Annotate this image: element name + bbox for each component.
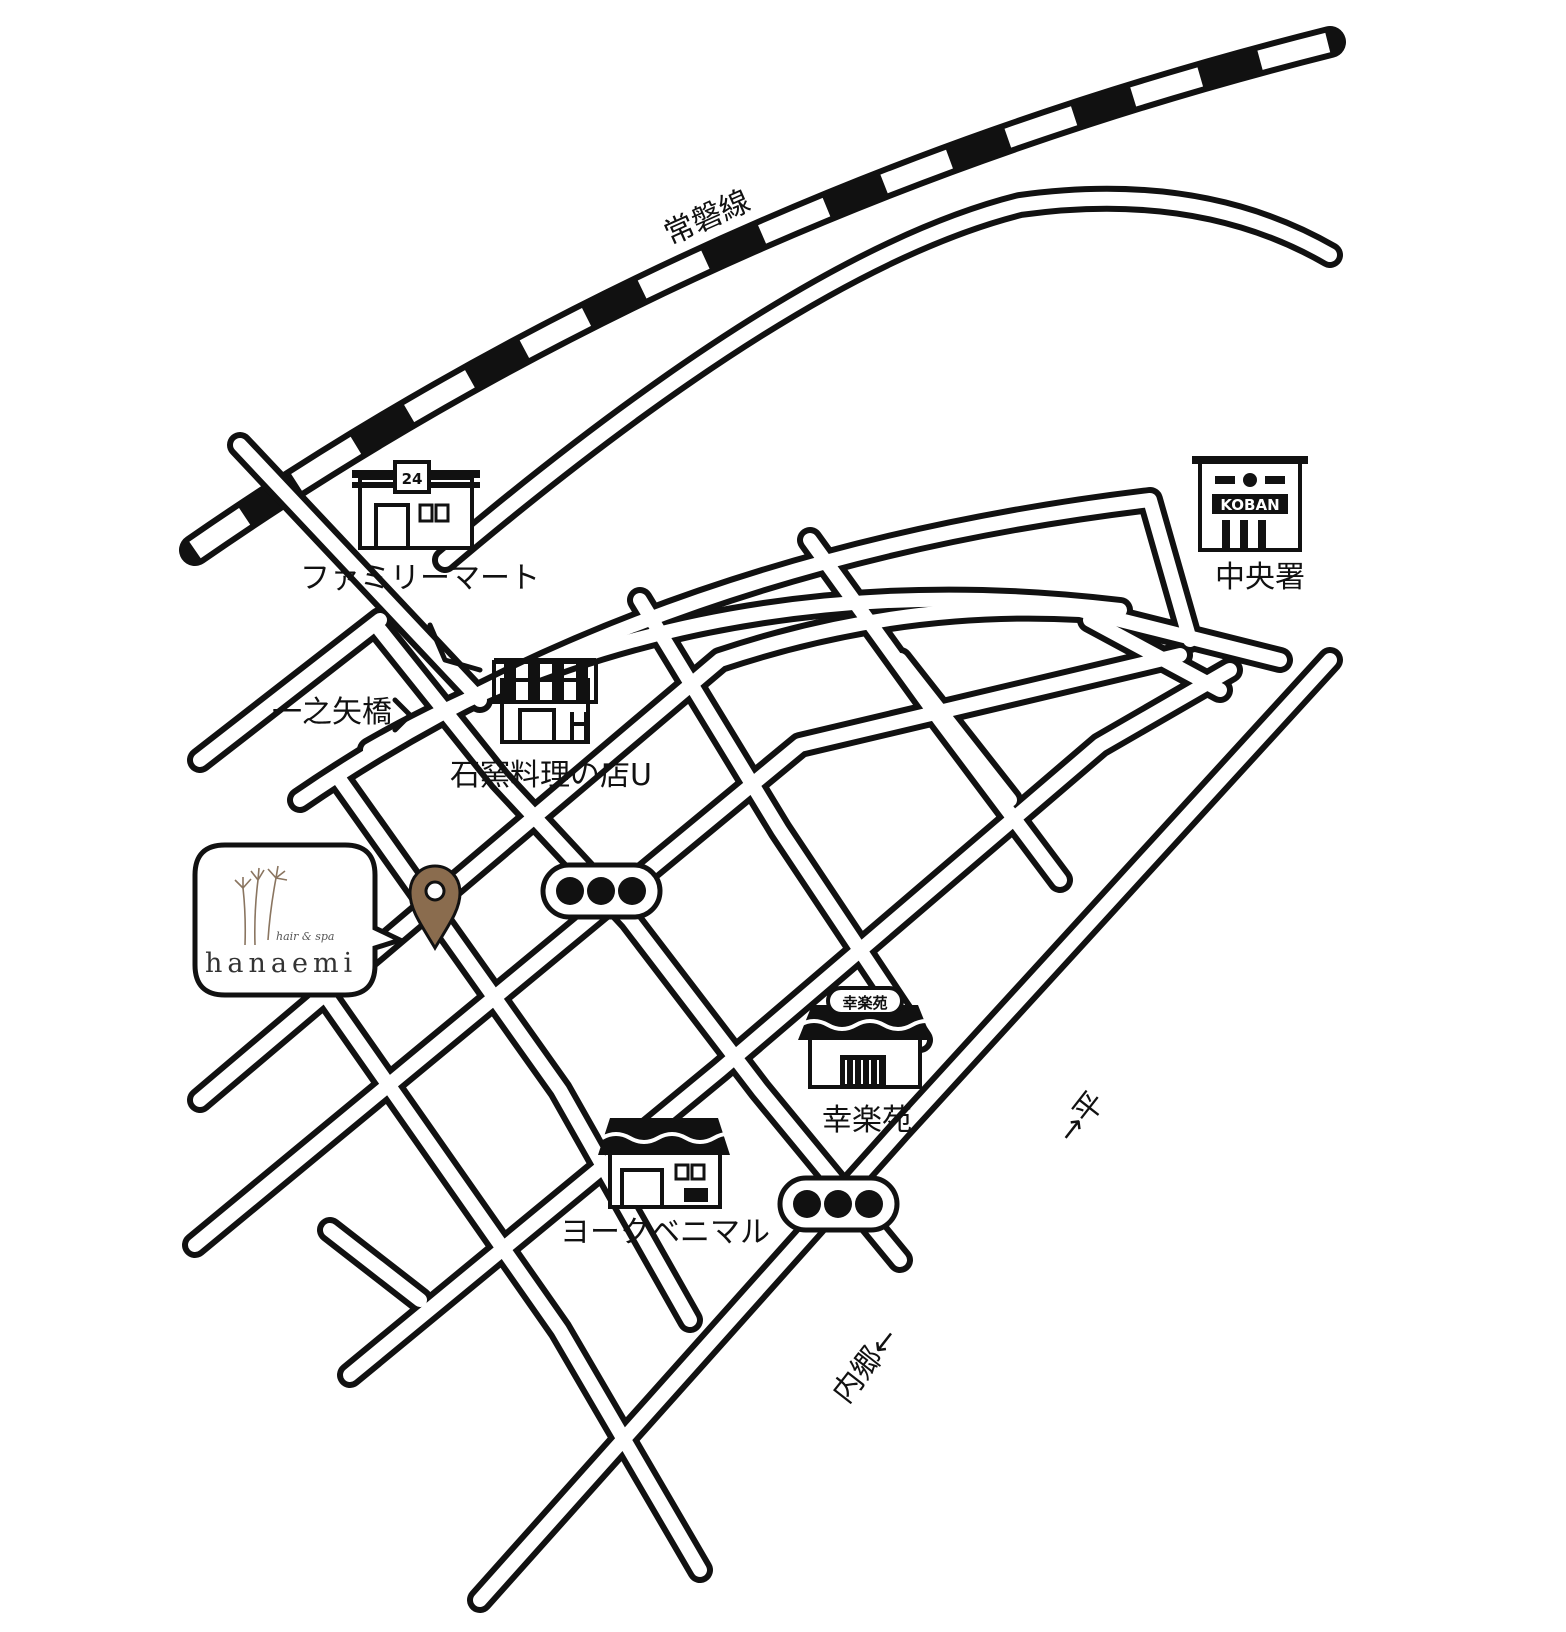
- ishigama-restaurant-icon: [492, 658, 598, 744]
- dandelion-logo-icon: [234, 865, 288, 946]
- direction-uchigo-label: 内郷←: [826, 1321, 906, 1410]
- salon-tagline: hair & spa: [276, 930, 334, 943]
- traffic-light-lower: [777, 1175, 900, 1233]
- bridge-label: 一之矢橋: [272, 695, 392, 730]
- kourakuen-sign: 幸楽苑: [842, 994, 887, 1012]
- direction-taira-label: →平: [1051, 1085, 1113, 1150]
- location-pin-icon[interactable]: [408, 864, 462, 951]
- traffic-light-upper: [540, 862, 663, 920]
- york-benimaru-icon: [598, 1118, 740, 1209]
- york-benimaru-label: ヨークベニマル: [560, 1215, 770, 1250]
- police-station-label: 中央署: [1215, 560, 1305, 595]
- family-mart-label: ファミリーマート: [300, 561, 540, 596]
- road-network: [182, 185, 1343, 1613]
- koban-police-icon: KOBAN: [1192, 456, 1308, 552]
- family-mart-sign: 24: [402, 470, 423, 488]
- salon-name: hanaemi: [205, 948, 357, 979]
- kourakuen-restaurant-icon: 幸楽苑: [798, 986, 941, 1089]
- kourakuen-label: 幸楽苑: [822, 1103, 912, 1138]
- family-mart-icon: 24: [352, 460, 480, 550]
- koban-sign: KOBAN: [1220, 496, 1279, 514]
- joban-railway-line: [179, 26, 1346, 566]
- salon-callout: hair & spa hanaemi: [192, 842, 407, 998]
- ishigama-restaurant-label: 石窯料理の店U: [450, 758, 652, 793]
